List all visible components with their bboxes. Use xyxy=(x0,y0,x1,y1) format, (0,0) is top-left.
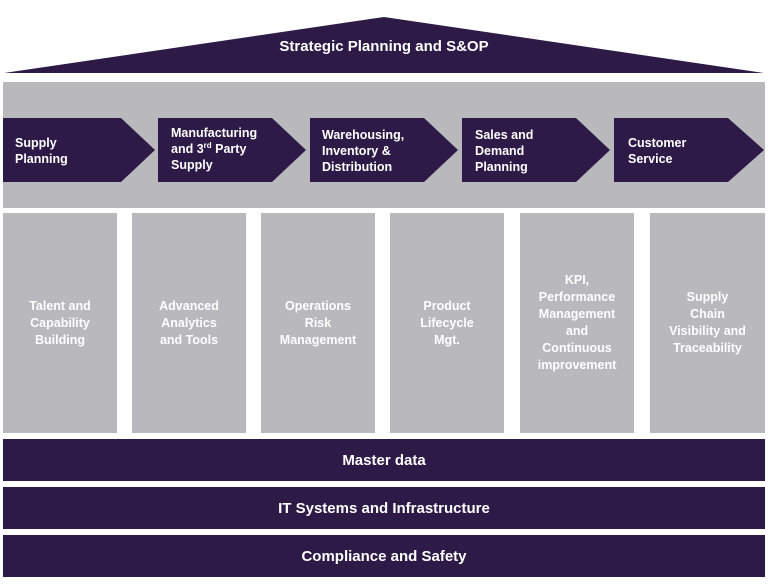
chevron-label-warehousing: Warehousing, Inventory & Distribution xyxy=(322,128,405,174)
bar-it-systems: IT Systems and Infrastructure xyxy=(3,487,765,529)
chevron-supply-planning xyxy=(3,118,155,182)
pillar-label: KPI, Performance Management and Continuo… xyxy=(537,273,617,372)
chevron-sales-demand xyxy=(462,118,610,182)
pillar-label: Product Lifecycle Mgt. xyxy=(420,298,474,347)
pillar-label: Operations Risk Management xyxy=(279,298,357,347)
pillar-lifecycle: Product Lifecycle Mgt. xyxy=(390,213,504,433)
chevron-warehousing xyxy=(310,118,458,182)
bar-master-data: Master data xyxy=(3,439,765,481)
chevron-label-supply-planning: Supply Planning xyxy=(15,136,68,166)
chevron-label-manufacturing: Manufacturing and 3rd Party Supply xyxy=(171,126,258,172)
roof-triangle xyxy=(4,17,764,73)
chevron-customer-service xyxy=(614,118,764,182)
pillar-analytics: Advanced Analytics and Tools xyxy=(132,213,246,433)
pillar-talent: Talent and Capability Building xyxy=(3,213,117,433)
pillar-visibility: Supply Chain Visibility and Traceability xyxy=(650,213,765,433)
pillar-kpi: KPI, Performance Management and Continuo… xyxy=(520,213,634,433)
pillar-risk: Operations Risk Management xyxy=(261,213,375,433)
pillar-label: Advanced Analytics and Tools xyxy=(159,298,219,347)
chevron-label-customer-service: Customer Service xyxy=(628,136,687,166)
chevron-manufacturing xyxy=(158,118,306,182)
bar-compliance: Compliance and Safety xyxy=(3,535,765,577)
pillar-label: Talent and Capability Building xyxy=(29,298,91,347)
process-chevrons xyxy=(3,118,764,182)
pillar-label: Supply Chain Visibility and Traceability xyxy=(669,290,746,355)
chevron-label-sales-demand: Sales and Demand Planning xyxy=(475,128,534,174)
roof-title: Strategic Planning and S&OP xyxy=(279,38,489,55)
